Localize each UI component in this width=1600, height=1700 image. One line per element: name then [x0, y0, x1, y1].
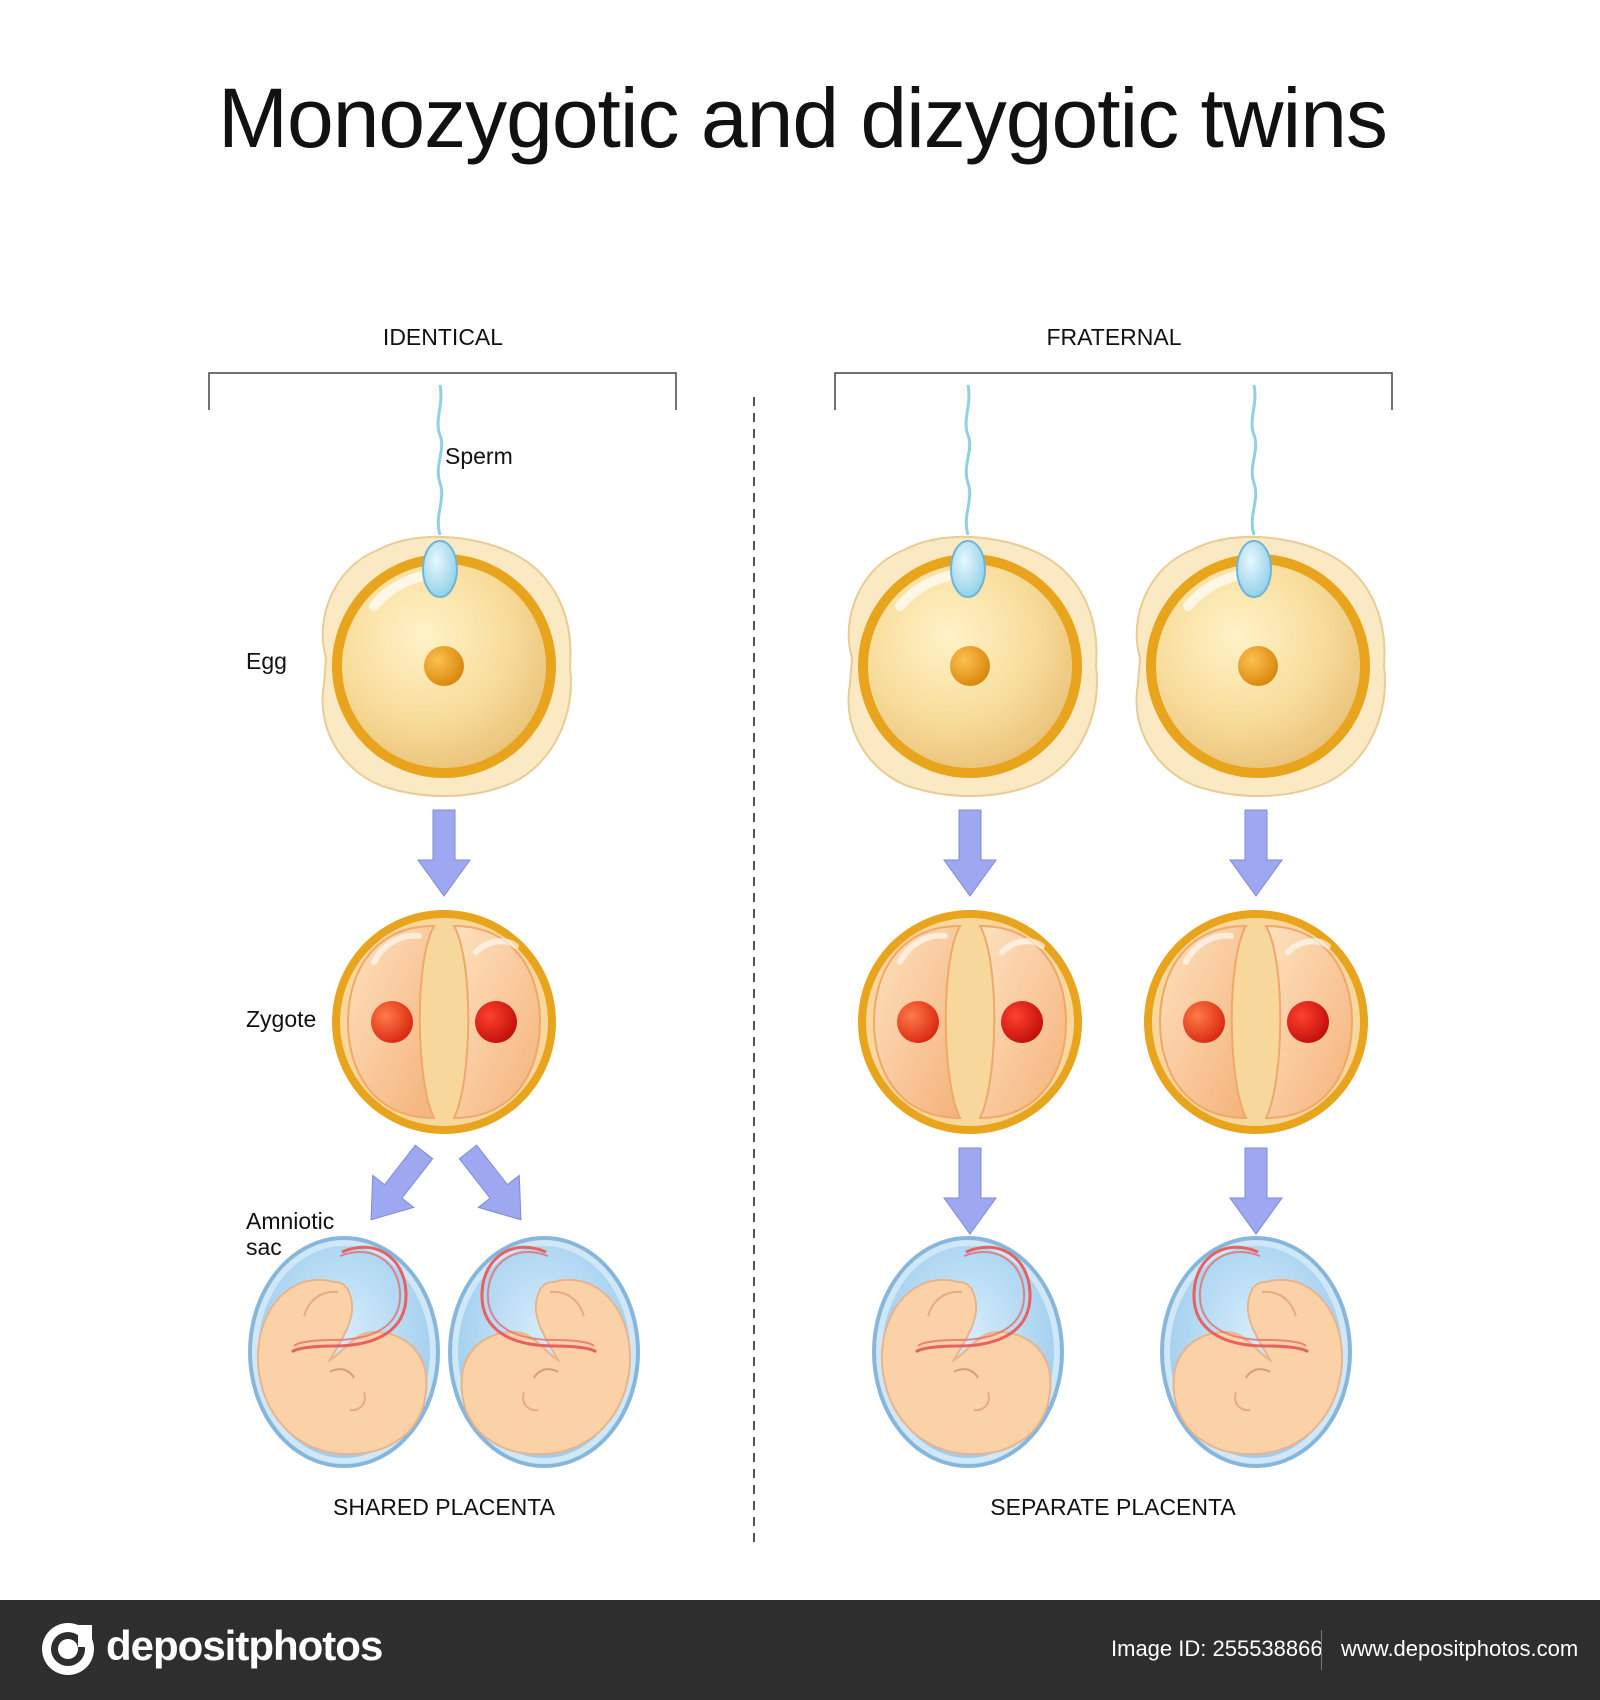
- amniotic-sac-label-line2: sac: [246, 1234, 282, 1260]
- arrow-fraternal-2a: [1229, 809, 1283, 897]
- sac-fraternal-2: [1160, 1236, 1352, 1468]
- egg-label: Egg: [246, 648, 287, 674]
- diagram-title: Monozygotic and dizygotic twins: [218, 71, 1388, 165]
- brand-name: depositphotos: [106, 1622, 383, 1669]
- depositphotos-logo-icon: [42, 1623, 94, 1675]
- sperm-label: Sperm: [445, 443, 513, 469]
- amniotic-sac-label: Amniotic sac: [246, 1208, 334, 1260]
- amniotic-sac-label-line1: Amniotic: [246, 1208, 335, 1234]
- sperm-fraternal-1: [949, 383, 987, 599]
- zygote-label: Zygote: [246, 1006, 317, 1032]
- twins-diagram: [208, 372, 1393, 1545]
- zygote-fraternal-2: [1144, 910, 1368, 1134]
- footer-separator: [1321, 1630, 1322, 1670]
- sac-identical-right: [448, 1236, 640, 1468]
- sac-fraternal-1: [872, 1236, 1064, 1468]
- footer-bar: depositphotos Image ID: 255538866 www.de…: [0, 1600, 1600, 1700]
- arrow-identical-split-left: [350, 1135, 445, 1237]
- fraternal-header: FRATERNAL: [1046, 324, 1182, 350]
- identical-bracket: [208, 372, 677, 410]
- image-id: Image ID: 255538866: [1111, 1636, 1323, 1661]
- arrow-identical-1: [417, 809, 471, 897]
- zygote-identical: [332, 910, 556, 1134]
- separate-placenta-label: SEPARATE PLACENTA: [990, 1494, 1236, 1520]
- shared-placenta-label: SHARED PLACENTA: [333, 1494, 555, 1520]
- sac-identical-left: [248, 1236, 440, 1468]
- sperm-fraternal-2: [1235, 383, 1273, 599]
- arrow-fraternal-1a: [943, 809, 997, 897]
- website-link[interactable]: www.depositphotos.com: [1341, 1636, 1579, 1661]
- arrow-fraternal-2b: [1229, 1147, 1283, 1235]
- arrow-identical-split-right: [447, 1135, 542, 1237]
- zygote-fraternal-1: [858, 910, 1082, 1134]
- sperm-identical: [421, 383, 459, 599]
- arrow-fraternal-1b: [943, 1147, 997, 1235]
- fraternal-bracket: [834, 372, 1393, 410]
- identical-header: IDENTICAL: [382, 324, 504, 350]
